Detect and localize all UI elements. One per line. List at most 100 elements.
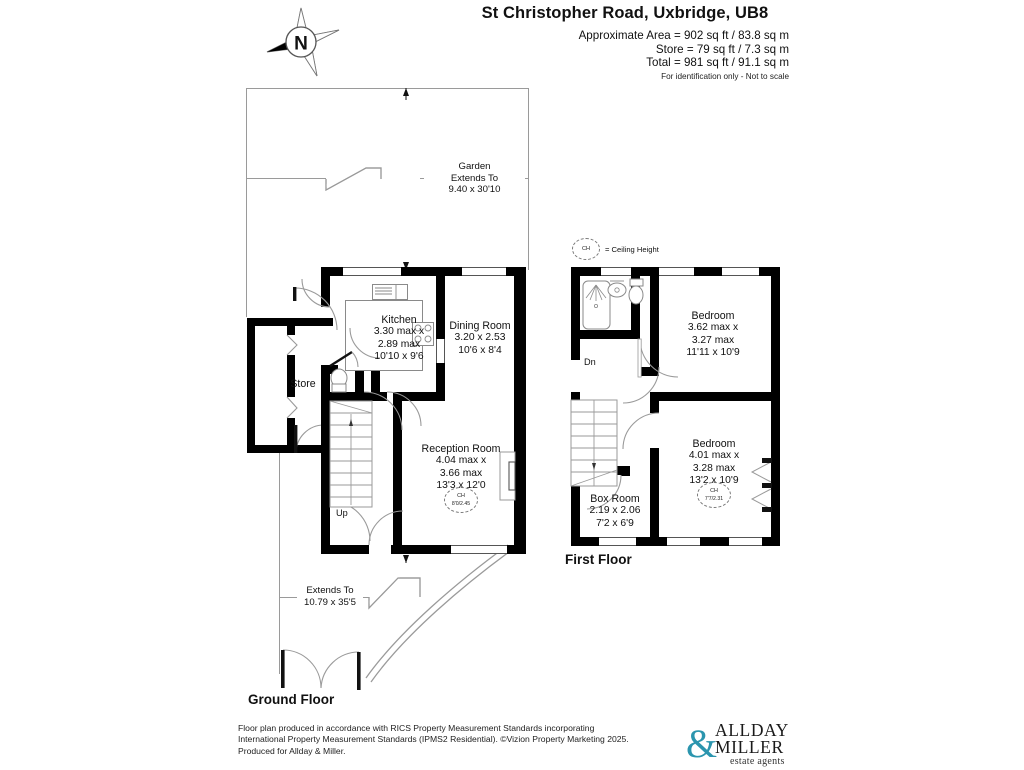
reception-room-imperial: 13'3 x 12'0 [436, 480, 486, 492]
store-name: Store [290, 378, 316, 390]
gf-wall-wc-bottom [321, 392, 387, 401]
logo-ampersand: & [686, 721, 718, 766]
bedroom-2-metric-2: 3.28 max [692, 462, 736, 474]
store-area-text: Store = 79 sq ft / 7.3 sq m [655, 42, 789, 56]
bedroom-2-ch-abbr: CH [710, 487, 718, 494]
gf-wall-right-upper [514, 267, 526, 399]
ff-wall-bed1-left [650, 267, 659, 367]
ff-window-bath-top [601, 267, 635, 276]
box-room-label: Box Room 2.19 x 2.06 7'2 x 6'9 [577, 493, 653, 530]
garden-label-line3: 9.40 x 30'10 [448, 184, 501, 196]
garden-extent-label: Garden Extends To 9.40 x 30'10 [424, 161, 525, 196]
bedroom-2-ceiling-height-badge: CH 7'7/2.31 [697, 482, 731, 508]
ff-wall-bottom-mid2 [700, 537, 729, 546]
reception-room-name: Reception Room [421, 443, 501, 455]
gf-wall-top-left [321, 267, 343, 276]
kitchen-metric-1: 3.30 max x [373, 326, 425, 338]
plot-outline-top [246, 88, 529, 90]
gf-wall-kitchen-dining-upper [436, 267, 445, 339]
logo-line-2: MILLER [715, 737, 784, 757]
bedroom-2-name: Bedroom [692, 438, 736, 450]
front-extent-line2: 10.79 x 35'5 [304, 596, 356, 608]
gf-wall-reception-left [393, 430, 402, 545]
ff-wall-top-mid1 [635, 267, 658, 276]
ceiling-height-key-label: = Ceiling Height [605, 245, 659, 254]
footer-disclaimer: Floor plan produced in accordance with R… [238, 723, 668, 757]
bedroom-1-metric-1: 3.62 max x [687, 322, 739, 334]
ff-wall-bottom-right [762, 537, 780, 546]
box-room-name: Box Room [590, 493, 640, 505]
ff-wall-landing-stub [571, 422, 593, 431]
page-title: St Christopher Road, Uxbridge, UB8 [481, 4, 769, 22]
gf-window-kitchen-dining [436, 339, 445, 363]
ff-window-bed2-bottom-b [729, 537, 762, 546]
ff-wall-top-left [571, 267, 601, 276]
kitchen-label: Kitchen 3.30 max x 2.89 max 10'10 x 9'6 [350, 314, 448, 364]
ff-wall-top-mid2 [694, 267, 722, 276]
ff-wall-right [771, 267, 780, 546]
plot-outline-left-lower [279, 452, 281, 674]
compass-rose-icon: N [255, 6, 345, 78]
bedroom-2-label: Bedroom 4.01 max x 3.28 max 13'2 x 10'9 [662, 438, 766, 488]
header: St Christopher Road, Uxbridge, UB8 Appro… [455, 4, 795, 81]
logo-tagline: estate agents [730, 756, 785, 767]
bedroom-1-label: Bedroom 3.62 max x 3.27 max 11'11 x 10'9 [660, 310, 766, 360]
ff-wall-boxroom-right [621, 466, 630, 476]
dining-room-name: Dining Room [449, 320, 511, 332]
ff-window-bed1-top-a [658, 267, 694, 276]
gf-wall-top-mid [401, 267, 462, 276]
store-wall-right-mid [287, 355, 295, 397]
ff-window-bed2-bottom-a [667, 537, 700, 546]
stairs-down-label: Dn [584, 357, 596, 367]
front-extent-line-left [280, 597, 306, 599]
garden-label-line1: Garden [458, 161, 491, 172]
garden-label-line2: Extends To [450, 172, 499, 184]
ff-window-boxroom-bottom [599, 537, 636, 546]
dining-room-label: Dining Room 3.20 x 2.53 10'6 x 8'4 [434, 320, 526, 357]
gf-wall-hall-kitchen [371, 358, 380, 400]
kitchen-metric-2: 2.89 max [377, 338, 421, 350]
ff-wall-bed1-bottom [650, 392, 771, 401]
front-extent-label: Extends To 10.79 x 35'5 [297, 585, 363, 609]
reception-room-metric-1: 4.04 max x [435, 455, 487, 467]
ff-wall-bed1-bottom-stub [640, 367, 659, 376]
kitchen-imperial: 10'10 x 9'6 [374, 351, 424, 363]
ff-wall-bathroom-right [631, 267, 640, 339]
store-room-label: Store [278, 378, 328, 391]
box-room-metric: 2.19 x 2.06 [589, 505, 641, 517]
garden-divider-left [246, 178, 326, 180]
allday-miller-logo: & ALLDAY MILLER estate agents [686, 718, 796, 770]
reception-room-metric-2: 3.66 max [439, 467, 483, 479]
area-summary: Approximate Area = 902 sq ft / 83.8 sq m… [455, 29, 795, 70]
gf-window-kitchen-top [343, 267, 401, 276]
kitchen-name: Kitchen [381, 314, 417, 326]
bedroom-2-ch-value: 7'7/2.31 [704, 495, 724, 502]
front-extent-line1: Extends To [306, 585, 354, 596]
ceiling-height-key-icon: CH [572, 238, 600, 260]
bedroom-2-imperial: 13'2 x 10'9 [689, 475, 739, 487]
footer-line-1: Floor plan produced in accordance with R… [238, 723, 595, 733]
stairs-up-label: Up [336, 508, 348, 518]
gf-wall-bottom-right [507, 545, 526, 554]
reception-ch-value: 8'0/2.45 [451, 500, 471, 507]
gf-wall-bottom-left [321, 545, 369, 554]
bedroom-1-name: Bedroom [691, 310, 735, 322]
ff-wall-bed2-left-stub [650, 401, 659, 413]
gf-wall-kitchen-dining-lower [436, 363, 445, 399]
kitchen-sink-icon [372, 284, 408, 300]
disclaimer-text: For identification only - Not to scale [661, 71, 789, 81]
gf-wall-wc-top [321, 365, 338, 374]
gf-wall-left-lower [321, 381, 330, 554]
footer-line-3: Produced for Allday & Miller. [238, 745, 346, 756]
gf-window-dining-top [462, 267, 506, 276]
store-wall-right-upper [287, 318, 295, 335]
ff-window-bed1-top-b [722, 267, 759, 276]
gf-wall-right-lower [514, 399, 526, 554]
reception-room-label: Reception Room 4.04 max x 3.66 max 13'3 … [406, 443, 516, 493]
ff-wall-bottom-left [571, 537, 599, 546]
